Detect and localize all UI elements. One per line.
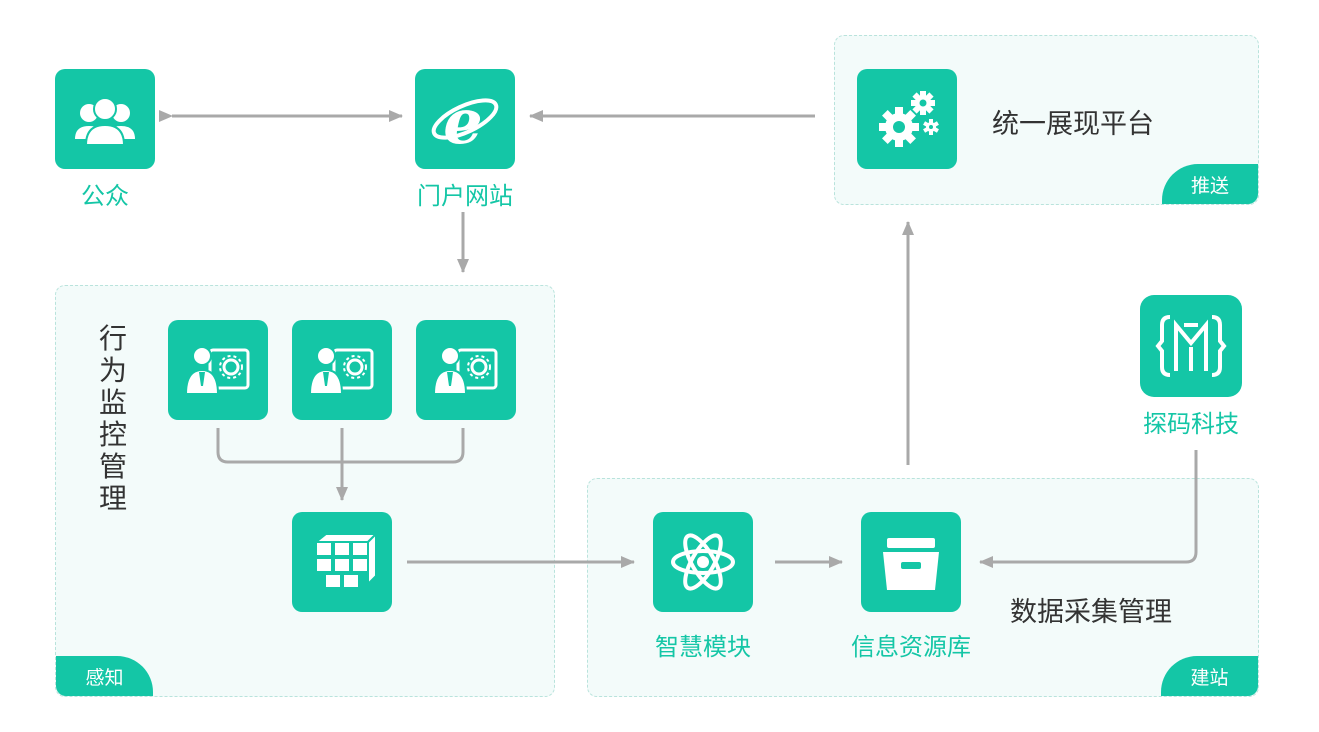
info-repo-tile[interactable]	[861, 512, 961, 612]
unified-platform-title: 统一展现平台	[992, 109, 1154, 140]
monitor-tile-3[interactable]	[416, 320, 516, 420]
cube-tile[interactable]	[292, 512, 392, 612]
public-label: 公众	[81, 182, 129, 210]
data-collection-title: 数据采集管理	[1010, 597, 1172, 628]
users-icon	[75, 97, 135, 146]
internet-explorer-icon: e	[431, 85, 499, 158]
behavior-monitor-title: 行为监控管理	[98, 322, 127, 515]
gears-icon	[879, 91, 939, 147]
user-settings-icon	[184, 346, 250, 395]
archive-box-icon	[883, 538, 939, 590]
tanma-logo-icon	[1155, 315, 1227, 377]
tanma-tile[interactable]	[1140, 295, 1242, 397]
user-settings-icon	[432, 346, 498, 395]
public-tile[interactable]	[55, 69, 155, 169]
smart-module-label: 智慧模块	[655, 633, 751, 661]
arrow-tanma-to-repo	[979, 450, 1198, 568]
monitor-tile-1[interactable]	[168, 320, 268, 420]
info-repo-label: 信息资源库	[851, 633, 971, 661]
monitor-tile-2[interactable]	[292, 320, 392, 420]
portal-tile[interactable]: e	[415, 69, 515, 169]
atom-icon	[671, 533, 735, 591]
unified-platform-tile[interactable]	[857, 69, 957, 169]
push-tag: 推送	[1162, 164, 1258, 204]
cubes-icon	[313, 531, 379, 589]
user-settings-icon	[308, 346, 374, 395]
sense-tag: 感知	[56, 656, 153, 696]
tanma-label: 探码科技	[1143, 410, 1239, 438]
svg-text:e: e	[443, 85, 482, 158]
smart-module-tile[interactable]	[653, 512, 753, 612]
portal-label: 门户网站	[417, 182, 513, 210]
build-site-tag: 建站	[1161, 656, 1258, 696]
